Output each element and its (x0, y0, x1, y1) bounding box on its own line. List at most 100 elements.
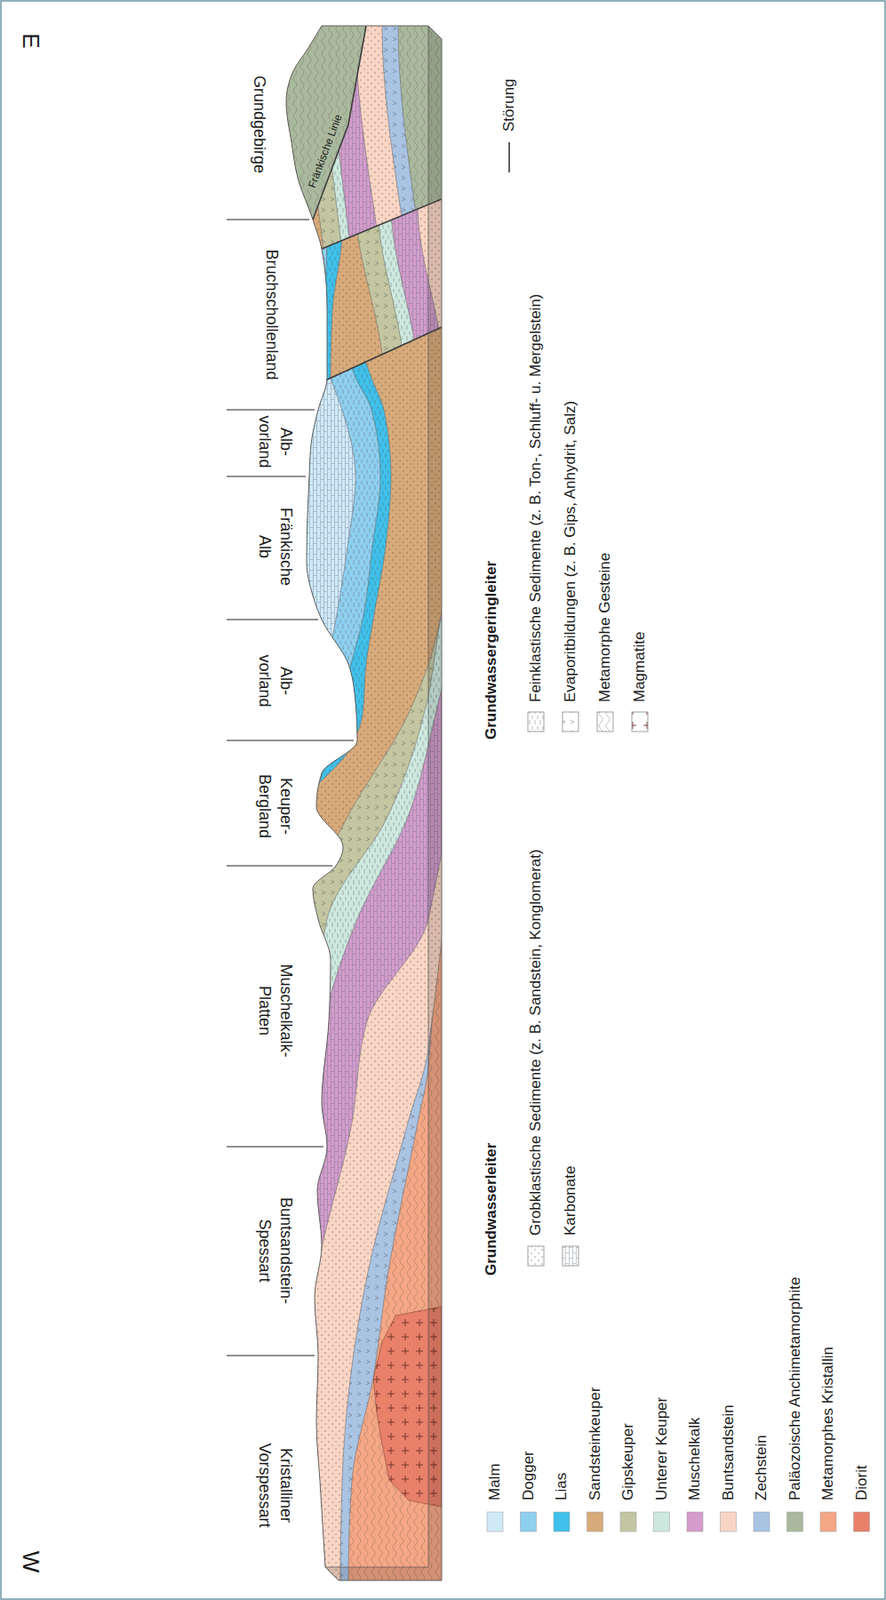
region-name-text: Kristalliner Vorspessart (254, 1442, 298, 1527)
legend-entry: Karbonate (561, 1165, 580, 1236)
section-outline (286, 25, 442, 1581)
stratum-contact (321, 0, 352, 1600)
stratum (0, 0, 307, 1600)
fault-block (0, 0, 498, 1600)
region-divider (226, 409, 315, 411)
block-front-face (325, 1566, 442, 1581)
legend-text: Metamorphes Kristallin (819, 1346, 838, 1501)
pattern-swatch (562, 711, 579, 732)
pattern-swatch (631, 711, 648, 732)
stratum (0, 0, 480, 1600)
color-swatch (820, 1511, 837, 1532)
stratum-contact (355, 0, 384, 1600)
color-swatch (654, 1511, 671, 1532)
stratum-pattern (0, 0, 343, 1600)
legend-text: Metamorphe Gesteine (596, 552, 615, 703)
block-edge (325, 25, 429, 1567)
stratum-fill (0, 0, 498, 1600)
stratum (0, 0, 498, 1600)
stratum-fill (0, 0, 384, 1600)
color-swatch (854, 1511, 871, 1532)
legend-text: Malm (486, 1462, 504, 1501)
stratum-contact (398, 0, 432, 1600)
legend-entry: Buntsandstein (718, 1404, 737, 1501)
stratum-pattern (0, 0, 418, 1600)
stratum-pattern (0, 0, 356, 1600)
stratum-fill (0, 0, 392, 1600)
legend-sample (654, 1511, 671, 1532)
stratum (0, 0, 392, 1600)
stratum-pattern (0, 0, 352, 1600)
stratum-pattern (0, 0, 432, 1600)
region-name-text: Grundgebirge (248, 75, 271, 174)
fault-line (325, 327, 442, 381)
legend-text: Dogger (518, 1450, 537, 1501)
legend-text: Zechstein (752, 1434, 771, 1501)
legend-entry: Paläozoische Anchimetamorphite (785, 1277, 804, 1501)
region-name-text: Alb- vorland (254, 415, 298, 468)
color-swatch (486, 1511, 503, 1532)
region-divider (226, 1146, 324, 1148)
section (0, 0, 498, 1600)
legend-sample (686, 1511, 703, 1532)
region-divider (226, 219, 310, 221)
stratum-pattern (0, 0, 480, 1600)
stratum (0, 0, 485, 1600)
stratum (0, 0, 445, 1600)
legend-text: Karbonate (561, 1165, 580, 1236)
pattern-swatch (562, 1245, 579, 1266)
basement (0, 0, 463, 1600)
legend-text: Diorit (852, 1464, 871, 1501)
stratum-contact (302, 0, 334, 1600)
legend-entry: Grobklastische Sedimente (z. B. Sandstei… (526, 848, 545, 1236)
basement-pattern (0, 0, 463, 1600)
legend-sample (520, 1511, 537, 1532)
stratum-pattern (0, 0, 498, 1600)
legend-entry: Dogger (518, 1450, 537, 1501)
pattern-swatch-ground (527, 1245, 544, 1266)
stratum-fill (0, 0, 356, 1600)
region-name-text: Keuper- Bergland (254, 774, 298, 839)
region-name: Muschelkalk- Platten (254, 963, 298, 1057)
legend-sample (587, 1511, 604, 1532)
legend-text: Feinklastische Sedimente (z. B. Ton-, Sc… (526, 293, 545, 703)
basement-pattern (0, 0, 463, 1600)
legend-sample (854, 1511, 871, 1532)
region-name: Grundgebirge (248, 75, 271, 174)
legend-heading-text: Grundwasserleiter (482, 1142, 501, 1276)
fault-block (0, 0, 463, 1600)
legend-entry: Lias (552, 1472, 571, 1501)
region-name-text: Buntsandstein- Spessart (254, 1197, 298, 1304)
stratum-fill (0, 0, 360, 1600)
pattern-swatch (527, 711, 544, 732)
stratum-fill (0, 0, 328, 1600)
stratum (0, 0, 418, 1600)
stratum-fill (0, 0, 480, 1600)
pattern-swatch (527, 1245, 544, 1266)
legend-sample (527, 711, 544, 732)
legend-text: Lias (552, 1472, 571, 1501)
region-divider (226, 476, 306, 478)
stratum (0, 0, 498, 1600)
stratum-contact (417, 0, 445, 1600)
legend-text: Magmatite (630, 631, 649, 703)
stratum-fill (0, 0, 432, 1600)
stratum (0, 0, 418, 1600)
legend-sample (597, 711, 614, 732)
legend-sample (820, 1511, 837, 1532)
stratum-fill (0, 0, 334, 1600)
stratum-pattern (0, 0, 480, 1600)
legend-entry: Muschelkalk (686, 1416, 704, 1501)
legend-text: Paläozoische Anchimetamorphite (785, 1277, 804, 1501)
legend-text: Unterer Keuper (652, 1396, 671, 1501)
stratum-fill (0, 0, 343, 1600)
stratum-contact (355, 0, 392, 1600)
color-swatch (553, 1511, 570, 1532)
stratum (0, 0, 392, 1600)
legend-sample (486, 1511, 503, 1532)
stratum (0, 0, 352, 1600)
legend-entry: Zechstein (752, 1434, 771, 1501)
